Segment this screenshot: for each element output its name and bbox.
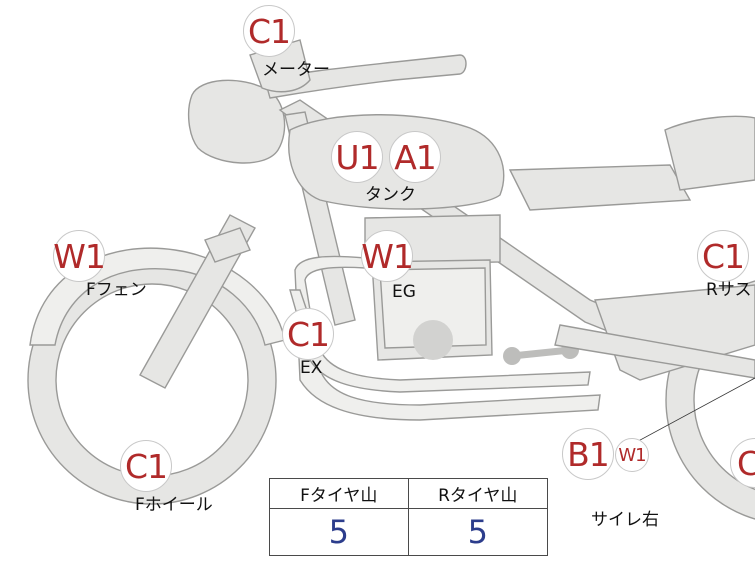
fwheel-c1-badge[interactable]: C1 [120,440,172,492]
rear-wheel [665,280,755,520]
rsus-label: Rサス [706,280,752,300]
ffender-label: Fフェン [86,280,147,300]
fork-leg [204,227,251,263]
swingarm [554,324,755,379]
front-tire-header: Fタイヤ山 [270,479,409,509]
rear-tire-value[interactable]: 5 [467,513,488,551]
meter-c1-badge[interactable]: C1 [243,5,295,57]
side-right-label: サイレ右 [591,510,659,530]
engine [364,214,501,361]
seat [508,164,692,211]
rear-cowl [664,115,755,191]
side-b1-badge[interactable]: B1 [562,428,614,480]
rsus-c1-badge[interactable]: C1 [697,230,749,282]
ffender-w1-badge[interactable]: W1 [53,230,106,282]
exhaust-pipe [294,255,601,421]
side-w1-badge[interactable]: W1 [615,438,649,472]
handlebar [264,54,467,99]
ex-label: EX [300,358,323,378]
tire-tread-table: Fタイヤ山 Rタイヤ山 5 5 [269,478,548,556]
exhaust-pipe-inner [289,289,591,393]
tank-label: タンク [365,185,416,205]
tank-u1-badge[interactable]: U1 [331,131,383,183]
headlight [187,79,286,164]
tank-a1-badge[interactable]: A1 [389,131,441,183]
meter-label: メーター [262,60,330,80]
front-tire-value[interactable]: 5 [270,509,409,555]
eg-w1-badge[interactable]: W1 [361,230,414,282]
fwheel-label: Fホイール [135,495,213,515]
ex-c1-badge[interactable]: C1 [282,308,334,360]
rear-tire-header: Rタイヤ山 [408,479,547,509]
eg-label: EG [392,282,416,302]
